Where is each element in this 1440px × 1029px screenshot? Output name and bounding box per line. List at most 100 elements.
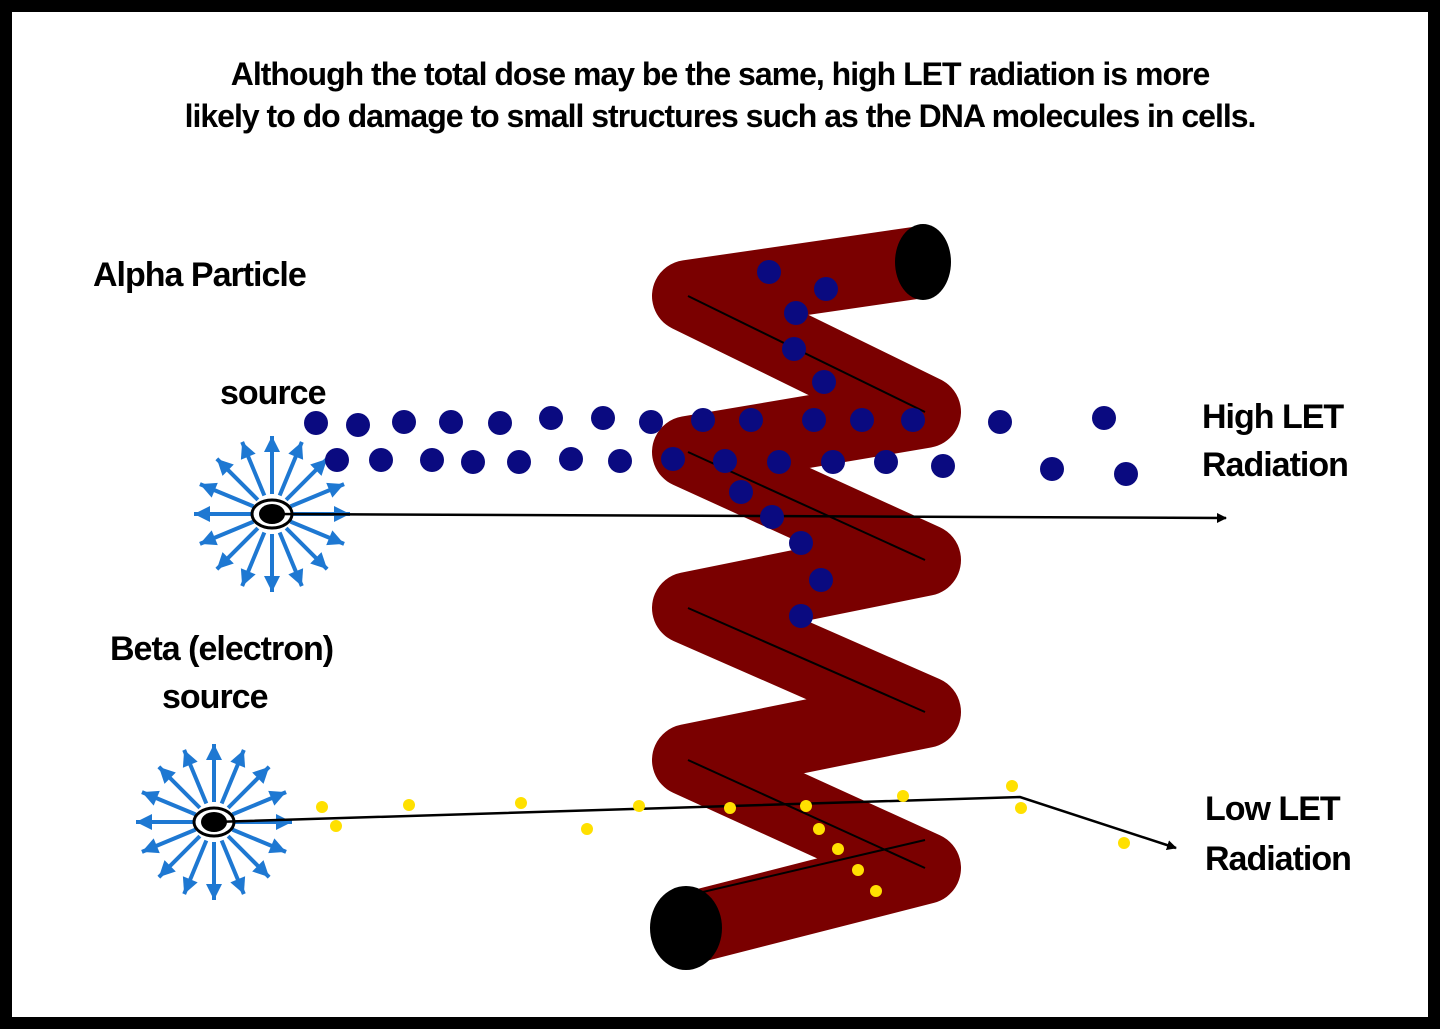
alpha-particle: [757, 260, 781, 284]
alpha-particle: [325, 448, 349, 472]
beta-particle: [870, 885, 882, 897]
emission-arrowhead: [240, 441, 256, 460]
emission-arrowhead: [288, 568, 304, 587]
alpha-particle: [639, 410, 663, 434]
high-let-label-line-2: Radiation: [1202, 446, 1349, 484]
beta-particle: [897, 790, 909, 802]
beta-particle: [1118, 837, 1130, 849]
alpha-particle: [304, 411, 328, 435]
helix-edge-line: [687, 295, 926, 413]
emission-arrowhead: [158, 766, 176, 784]
alpha-particle: [809, 568, 833, 592]
caption-line-1: Although the total dose may be the same,…: [230, 56, 1210, 92]
dna-helix-tube: [652, 226, 961, 963]
alpha-particle: [767, 450, 791, 474]
alpha-particle: [739, 408, 763, 432]
alpha-particle: [713, 449, 737, 473]
beta-particle: [724, 802, 736, 814]
emission-arrowhead: [182, 749, 198, 768]
emission-arrowhead: [182, 876, 198, 895]
emission-arrowhead: [206, 884, 222, 900]
emission-arrowhead: [268, 790, 287, 806]
emission-arrowhead: [216, 552, 234, 570]
alpha-particle: [591, 406, 615, 430]
emission-arrowhead: [230, 749, 246, 768]
alpha-particle: [608, 449, 632, 473]
alpha-particle: [392, 410, 416, 434]
beta-particle: [1006, 780, 1018, 792]
emission-arrowhead: [326, 530, 345, 546]
caption-line-2: likely to do damage to small structures …: [184, 98, 1257, 134]
alpha-particle: [782, 337, 806, 361]
emission-arrowhead: [141, 838, 160, 854]
emission-arrowhead: [264, 436, 280, 452]
emission-arrowhead: [268, 838, 287, 854]
emission-arrowhead: [276, 814, 292, 830]
beta-particle: [316, 801, 328, 813]
alpha-particle: [691, 408, 715, 432]
emission-arrowhead: [141, 790, 160, 806]
helix-edge-line: [689, 839, 926, 896]
emission-arrowhead: [310, 552, 328, 570]
beta-particle: [403, 799, 415, 811]
beta-particle: [581, 823, 593, 835]
high-let-label-line-1: High LET: [1202, 398, 1344, 436]
alpha-particle-label: Alpha Particle: [93, 256, 307, 294]
low-let-trajectory-arrow: [213, 795, 1177, 850]
emission-arrowhead: [310, 458, 328, 476]
alpha-particle: [420, 448, 444, 472]
alpha-particle: [488, 411, 512, 435]
emission-arrowhead: [199, 482, 218, 498]
beta-particle: [852, 864, 864, 876]
alpha-particle: [821, 450, 845, 474]
emission-arrowhead: [288, 441, 304, 460]
beta-particle: [800, 800, 812, 812]
beta-particle-track: [316, 780, 1130, 897]
alpha-particle: [661, 447, 685, 471]
beta-particle: [1015, 802, 1027, 814]
alpha-particle-track: [304, 260, 1138, 628]
low-let-label-line-1: Low LET: [1205, 790, 1341, 828]
alpha-particle: [901, 408, 925, 432]
alpha-particle: [461, 450, 485, 474]
alpha-particle: [1092, 406, 1116, 430]
alpha-particle: [784, 301, 808, 325]
helix-edge-line: [687, 607, 926, 713]
emission-arrowhead: [264, 576, 280, 592]
emission-arrowhead: [252, 860, 270, 878]
alpha-particle: [1040, 457, 1064, 481]
emission-arrowhead: [216, 458, 234, 476]
alpha-particle: [559, 447, 583, 471]
alpha-particle: [814, 277, 838, 301]
emission-arrowhead: [136, 814, 152, 830]
dna-helix: [650, 224, 961, 970]
alpha-particle: [539, 406, 563, 430]
alpha-particle: [931, 454, 955, 478]
alpha-particle: [789, 531, 813, 555]
beta-source-label: source: [162, 678, 268, 716]
alpha-particle: [812, 370, 836, 394]
beta-particle: [633, 800, 645, 812]
alpha-particle: [760, 505, 784, 529]
alpha-particle: [439, 410, 463, 434]
emission-arrowhead: [158, 860, 176, 878]
alpha-source-label: source: [220, 374, 326, 412]
helix-end-cap-top: [895, 224, 951, 300]
alpha-particle: [988, 410, 1012, 434]
high-let-trajectory-arrow: [271, 512, 1227, 523]
beta-source: [136, 744, 292, 900]
alpha-particle: [850, 408, 874, 432]
beta-label: Beta (electron): [110, 630, 334, 668]
helix-end-cap-bottom: [650, 886, 722, 970]
beta-particle: [330, 820, 342, 832]
beta-particle: [813, 823, 825, 835]
low-let-label-line-2: Radiation: [1205, 840, 1352, 878]
alpha-particle: [729, 480, 753, 504]
alpha-particle: [346, 413, 370, 437]
emission-arrowhead: [326, 482, 345, 498]
alpha-particle: [874, 450, 898, 474]
alpha-particle: [369, 448, 393, 472]
emission-arrowhead: [206, 744, 222, 760]
emission-arrowhead: [199, 530, 218, 546]
